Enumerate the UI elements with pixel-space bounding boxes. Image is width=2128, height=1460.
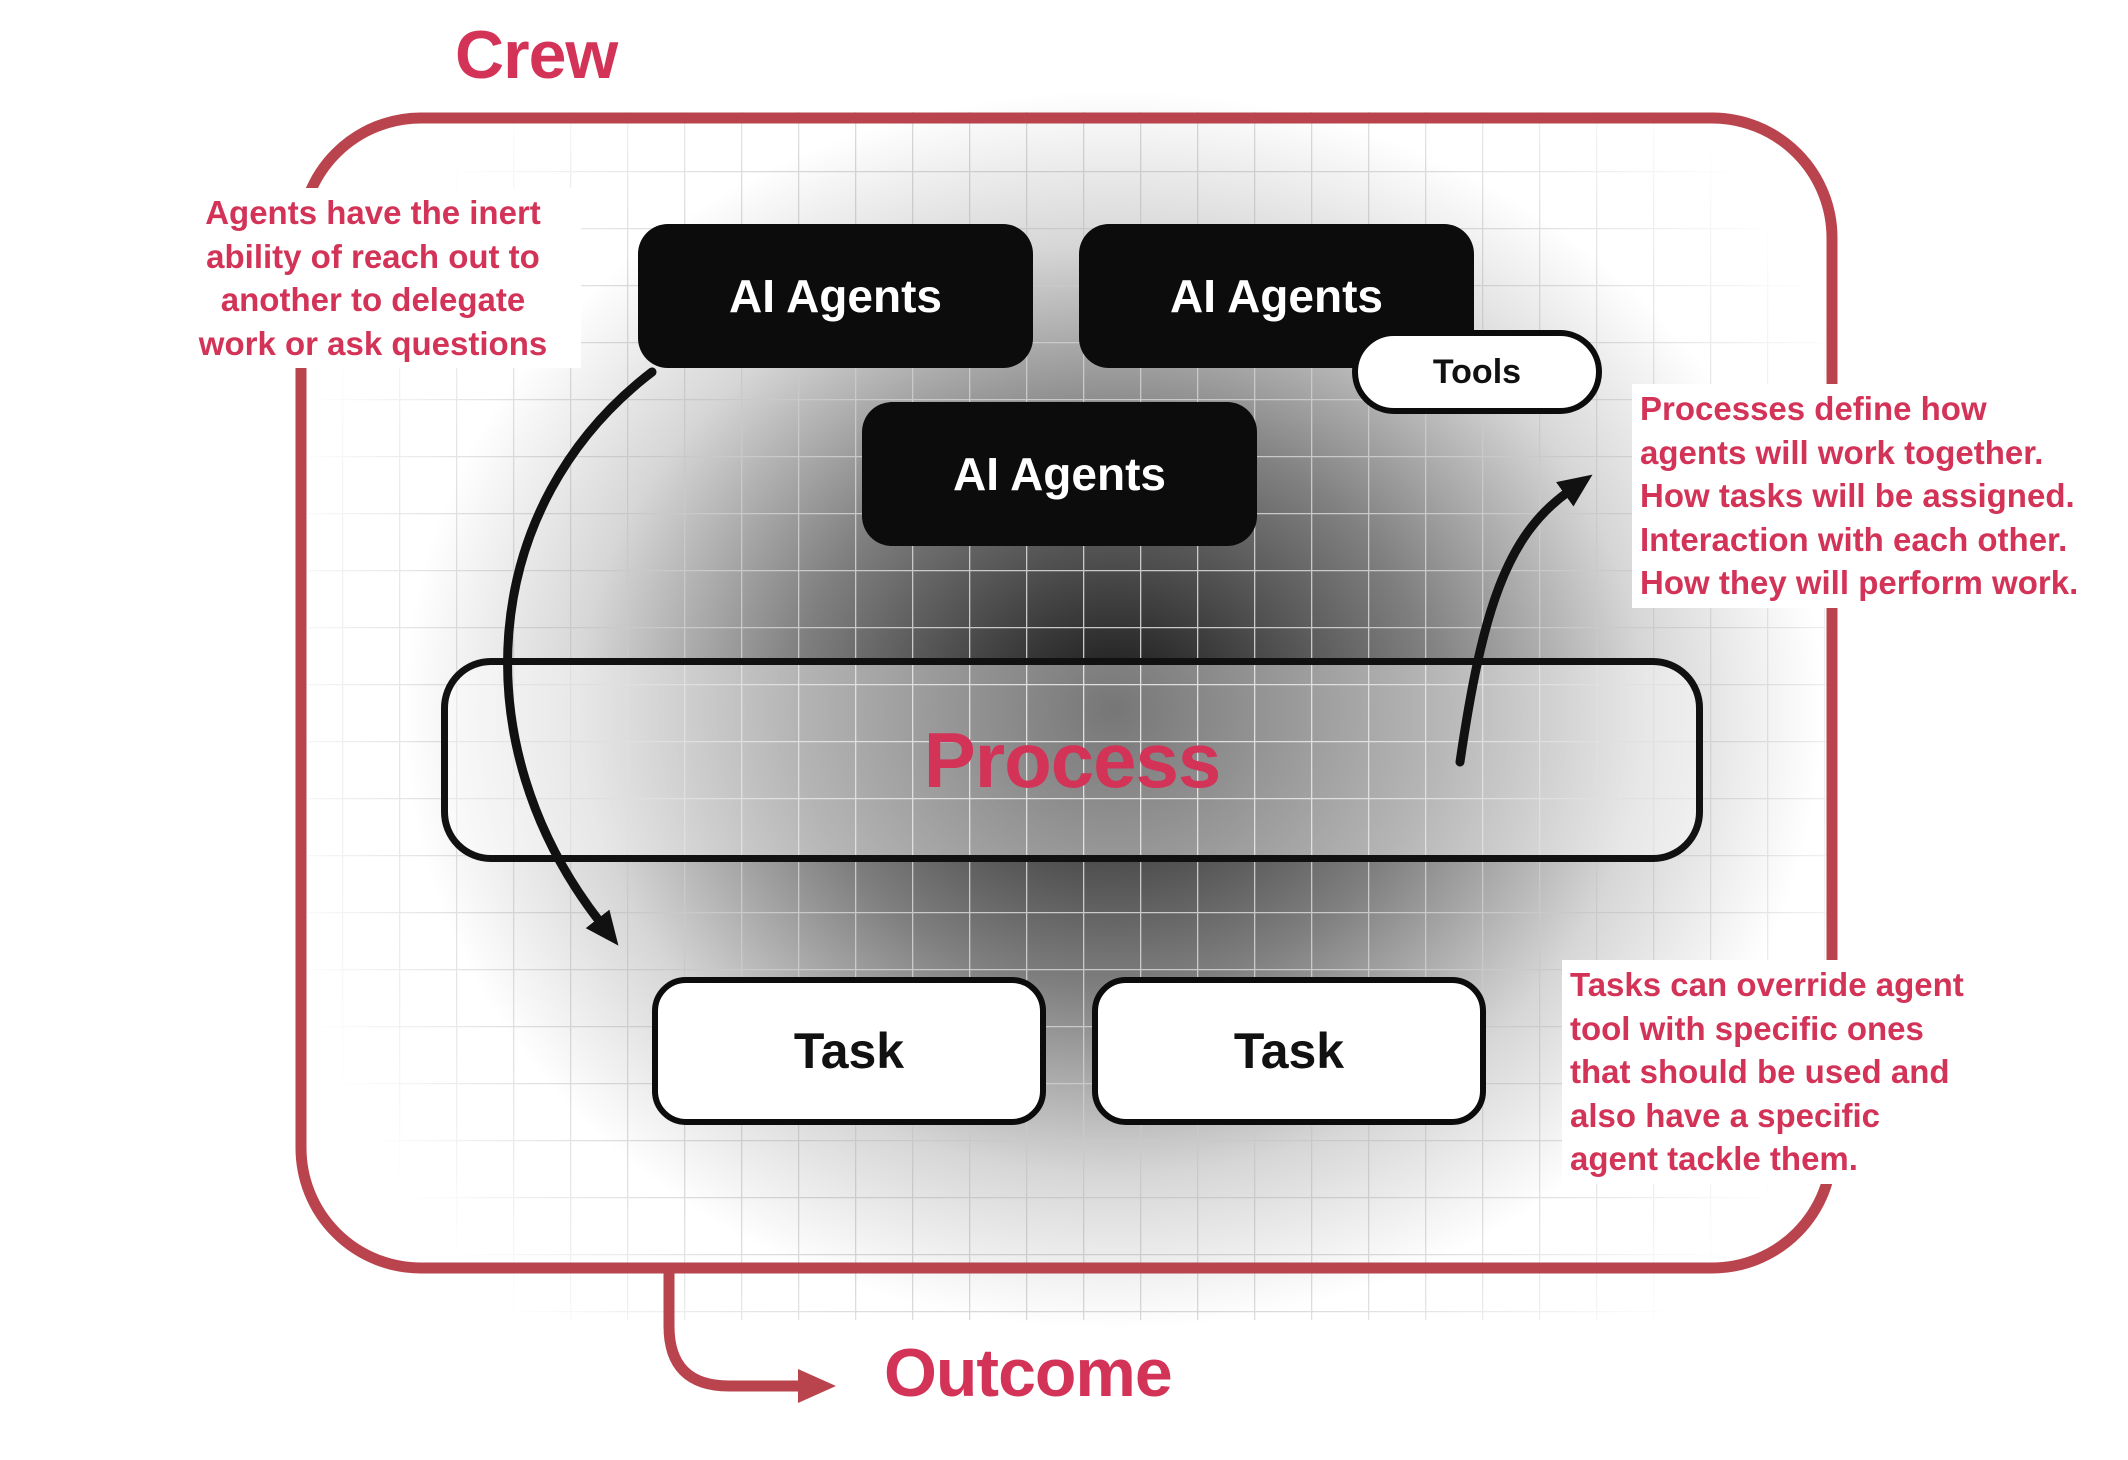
process-box: Process (441, 658, 1703, 862)
outcome-connector-arrow (663, 1273, 836, 1403)
tools-badge: Tools (1352, 330, 1602, 414)
process-box-label: Process (923, 715, 1222, 804)
task-box-1-label: Task (793, 1023, 905, 1079)
agent-box-2-label: AI Agents (1170, 270, 1383, 322)
annotation-right-bottom: Tasks can override agent tool with speci… (1562, 960, 1972, 1184)
agent-box-1-label: AI Agents (729, 270, 942, 322)
annotation-left: Agents have the inert ability of reach o… (165, 188, 581, 369)
agent-box-1: AI Agents (638, 224, 1033, 368)
task-box-2-label: Task (1233, 1023, 1345, 1079)
tools-badge-label: Tools (1432, 352, 1522, 391)
agent-box-3-label: AI Agents (953, 448, 1166, 500)
crew-title: Crew (455, 17, 618, 93)
agent-box-3: AI Agents (862, 402, 1257, 546)
outcome-label: Outcome (884, 1335, 1173, 1411)
annotation-right-top: Processes define how agents will work to… (1632, 384, 2087, 608)
crew-boundary-border (295, 112, 1838, 1274)
task-box-1: Task (652, 977, 1046, 1125)
task-box-2: Task (1092, 977, 1486, 1125)
